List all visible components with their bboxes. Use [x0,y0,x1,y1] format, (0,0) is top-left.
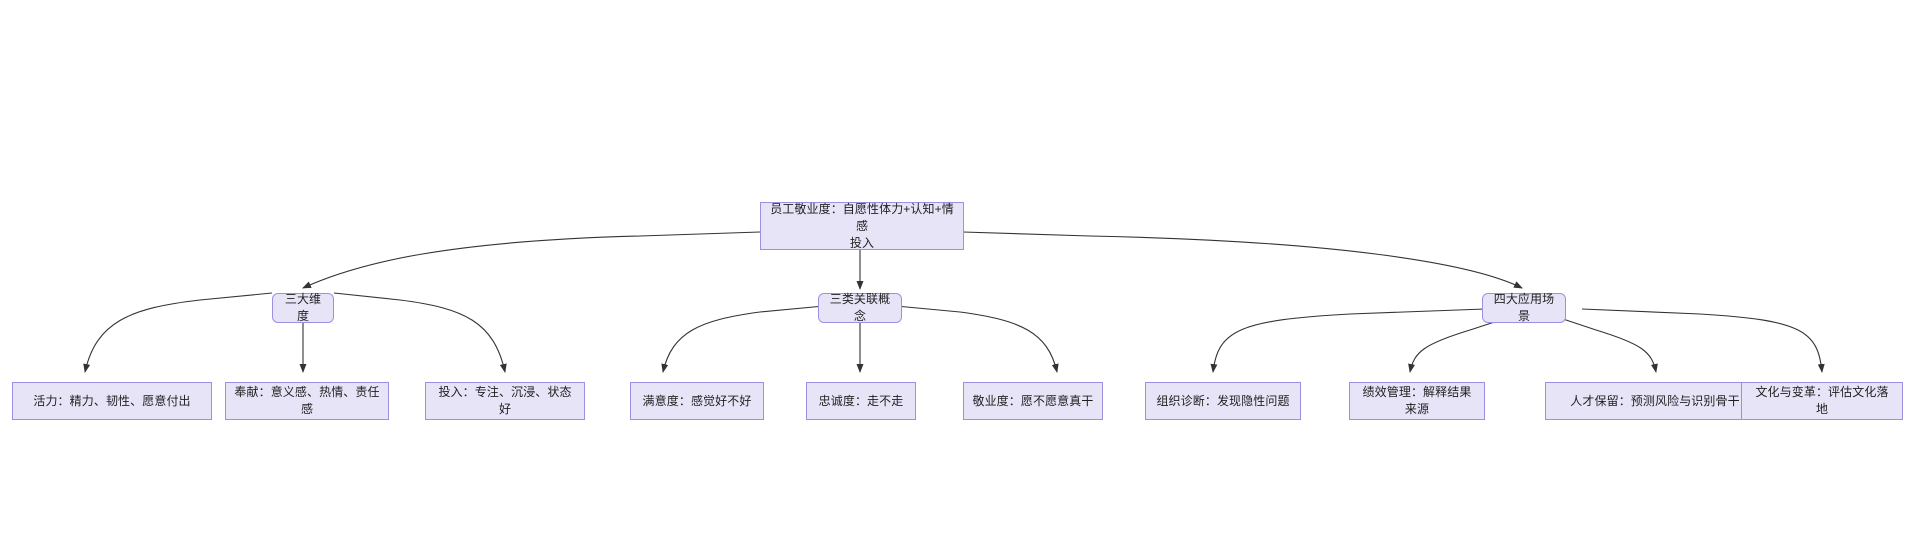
edge-concepts-to-satisfaction [661,305,825,373]
node-leaf-performance-label: 绩效管理：解释结果来源 [1362,385,1472,416]
node-branch-concepts-label: 三类关联概念 [829,292,891,323]
node-leaf-absorption-label: 投入：专注、沉浸、状态好 [438,385,572,416]
node-leaf-diagnosis-label: 组织诊断：发现隐性问题 [1156,393,1290,408]
node-leaf-satisfaction-label: 满意度：感觉好不好 [642,393,752,408]
edge-root-to-scenarios [962,231,1523,289]
node-leaf-satisfaction[interactable]: 满意度：感觉好不好 [630,382,764,420]
node-leaf-absorption[interactable]: 投入：专注、沉浸、状态好 [425,382,585,420]
edge-scenarios-to-retention [1553,315,1658,373]
node-leaf-culture-label: 文化与变革：评估文化落地 [1755,385,1889,416]
node-leaf-vigor[interactable]: 活力：精力、韧性、愿意付出 [12,382,212,420]
node-leaf-loyalty-label: 忠诚度：走不走 [818,393,904,408]
node-branch-concepts[interactable]: 三类关联概念 [818,292,902,323]
node-branch-dimensions-label: 三大维度 [284,292,322,323]
node-branch-scenarios[interactable]: 四大应用场景 [1482,292,1566,323]
edge-dimensions-to-absorption [333,292,507,373]
edge-dimensions-to-vigor [83,292,273,373]
node-leaf-dedication-label: 奉献：意义感、热情、责任感 [234,385,380,416]
node-leaf-diagnosis[interactable]: 组织诊断：发现隐性问题 [1145,382,1301,420]
edge-scenarios-to-culture [1581,308,1825,373]
node-leaf-retention[interactable]: 人才保留：预测风险与识别骨干 [1545,382,1765,420]
node-leaf-culture[interactable]: 文化与变革：评估文化落地 [1741,382,1903,420]
node-leaf-vigor-label: 活力：精力、韧性、愿意付出 [33,393,191,408]
node-leaf-retention-label: 人才保留：预测风险与识别骨干 [1570,393,1740,408]
node-leaf-performance[interactable]: 绩效管理：解释结果来源 [1349,382,1485,420]
node-leaf-engagement-label: 敬业度：愿不愿意真干 [972,393,1094,408]
edge-scenarios-to-diagnosis [1210,308,1486,373]
edge-root-to-dimensions [302,231,761,289]
node-branch-dimensions[interactable]: 三大维度 [272,292,334,323]
node-leaf-engagement[interactable]: 敬业度：愿不愿意真干 [963,382,1103,420]
node-leaf-dedication[interactable]: 奉献：意义感、热情、责任感 [225,382,389,420]
node-root-label: 员工敬业度：自愿性体力+认知+情感 投入 [770,201,954,250]
edge-concepts-to-engagement [895,305,1059,373]
node-leaf-loyalty[interactable]: 忠诚度：走不走 [806,382,916,420]
node-root[interactable]: 员工敬业度：自愿性体力+认知+情感 投入 [760,202,964,250]
node-branch-scenarios-label: 四大应用场景 [1493,292,1555,323]
